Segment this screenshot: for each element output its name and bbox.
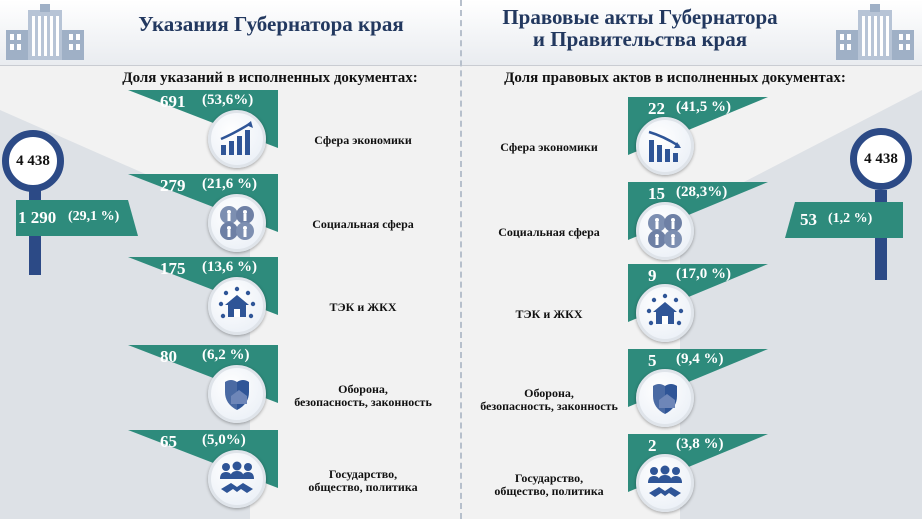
right-row-label: Сфера экономики (462, 141, 636, 154)
left-executed-pct: (29,1 %) (68, 209, 120, 224)
left-row-count: 691 (160, 92, 186, 111)
left-row-label: ТЭК и ЖКХ (278, 301, 448, 314)
right-row-label: Государство,общество, политика (462, 472, 636, 498)
right-row-count: 5 (648, 351, 657, 370)
handshake-people-icon (636, 454, 694, 512)
right-title-line2: и Правительства края (532, 27, 748, 51)
right-row-label-line1: Социальная сфера (498, 225, 600, 239)
left-row-percent: (53,6%) (202, 92, 254, 108)
government-building-icon (836, 4, 914, 60)
left-row-label-line2: безопасность, законность (294, 395, 432, 409)
right-executed-pct: (1,2 %) (828, 211, 873, 226)
left-row-label-line1: Оборона, (338, 382, 388, 396)
left-row-label: Оборона,безопасность, законность (278, 383, 448, 409)
right-row-label-line1: ТЭК и ЖКХ (515, 307, 583, 321)
right-row-percent: (9,4 %) (676, 351, 724, 367)
left-subtitle: Доля указаний в исполненных документах: (122, 70, 418, 86)
right-row-count: 9 (648, 266, 657, 285)
right-row-percent: (41,5 %) (676, 99, 731, 115)
left-executed-tab (16, 200, 138, 236)
left-row-percent: (5,0%) (202, 432, 246, 448)
right-executed-tab (785, 202, 903, 238)
right-subtitle: Доля правовых актов в исполненных докуме… (504, 70, 846, 86)
shield-icon (208, 365, 266, 423)
handshake-people-icon (208, 450, 266, 508)
right-total-value: 4 438 (864, 150, 898, 167)
right-row-count: 2 (648, 436, 657, 455)
center-divider (460, 0, 462, 519)
right-row-label: Оборона,безопасность, законность (462, 387, 636, 413)
chart-growth-icon (208, 110, 266, 168)
chart-decline-icon (636, 117, 694, 175)
left-row-label: Социальная сфера (278, 218, 448, 231)
left-row-count: 80 (160, 347, 177, 366)
right-row-count: 15 (648, 184, 665, 203)
house-icon (208, 277, 266, 335)
family-icon (208, 194, 266, 252)
right-row-percent: (28,3%) (676, 184, 728, 200)
family-icon (636, 202, 694, 260)
right-row-label-line1: Сфера экономики (500, 140, 598, 154)
right-title-line1: Правовые акты Губернатора (502, 5, 778, 29)
right-row-label-line2: безопасность, законность (480, 399, 618, 413)
right-row-count: 22 (648, 99, 665, 118)
left-row-percent: (21,6 %) (202, 176, 257, 192)
house-icon (636, 284, 694, 342)
right-row-label: ТЭК и ЖКХ (462, 308, 636, 321)
shield-icon (636, 369, 694, 427)
left-total-badge: 4 438 (2, 130, 64, 192)
left-row-label-line2: общество, политика (308, 480, 418, 494)
right-executed-count: 53 (800, 210, 817, 229)
left-title: Указания Губернатора края (138, 12, 404, 36)
left-row-percent: (6,2 %) (202, 347, 250, 363)
right-row-label: Социальная сфера (462, 226, 636, 239)
left-executed-count: 1 290 (18, 208, 57, 227)
right-row-percent: (17,0 %) (676, 266, 731, 282)
right-row-label-line2: общество, политика (494, 484, 604, 498)
left-row-label: Сфера экономики (278, 134, 448, 147)
left-row-count: 65 (160, 432, 177, 451)
left-row-label-line1: Государство, (328, 467, 398, 481)
right-total-badge: 4 438 (850, 128, 912, 190)
left-row-label: Государство,общество, политика (278, 468, 448, 494)
right-row-percent: (3,8 %) (676, 436, 724, 452)
right-row-label-line1: Государство, (514, 471, 584, 485)
left-row-label-line1: Сфера экономики (314, 133, 412, 147)
government-building-icon (6, 4, 84, 60)
left-row-label-line1: Социальная сфера (312, 217, 414, 231)
left-row-count: 279 (160, 176, 186, 195)
right-row-label-line1: Оборона, (524, 386, 574, 400)
left-row-percent: (13,6 %) (202, 259, 257, 275)
right-title: Правовые акты Губернатора и Правительств… (470, 6, 810, 50)
left-row-count: 175 (160, 259, 186, 278)
left-row-label-line1: ТЭК и ЖКХ (329, 300, 397, 314)
left-total-value: 4 438 (16, 152, 50, 169)
